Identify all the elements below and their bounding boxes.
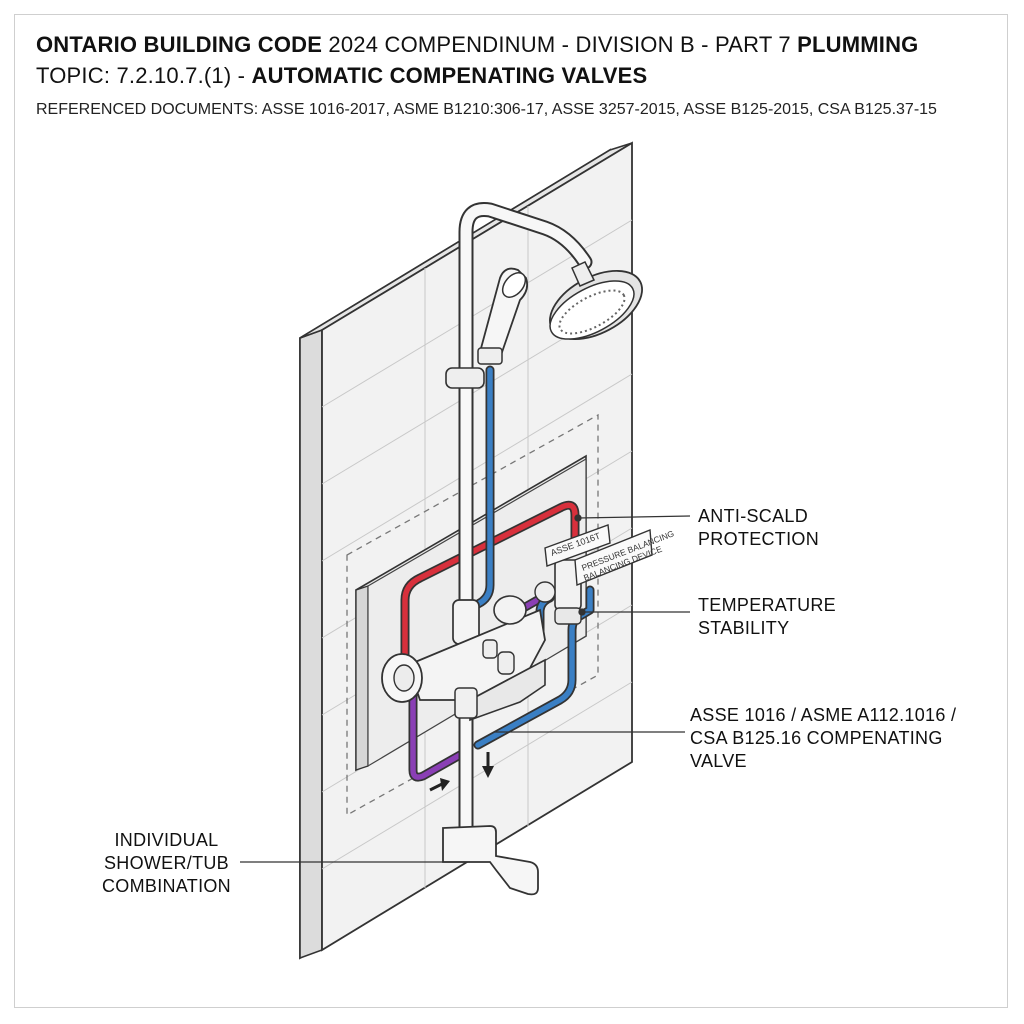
callout-temperature-stability: TEMPERATURE STABILITY bbox=[698, 595, 836, 638]
mixed-water-pipe bbox=[410, 687, 463, 780]
slide-bracket bbox=[445, 367, 485, 389]
header-code-name: ONTARIO BUILDING CODE bbox=[36, 32, 323, 57]
mixing-valve bbox=[381, 595, 546, 722]
callout-anti-scald: ANTI-SCALD PROTECTION bbox=[698, 506, 820, 549]
header-part: PLUMMING bbox=[797, 32, 919, 57]
header-title-line: ONTARIO BUILDING CODE 2024 COMPENDINUM -… bbox=[36, 32, 919, 58]
pressure-balancing-device bbox=[534, 559, 582, 625]
header-topic-line: TOPIC: 7.2.10.7.(1) - AUTOMATIC COMPENAT… bbox=[36, 63, 647, 89]
referenced-documents: REFERENCED DOCUMENTS: ASSE 1016-2017, AS… bbox=[36, 101, 937, 118]
callout-compensating-valve: ASSE 1016 / ASME A112.1016 / CSA B125.16… bbox=[690, 705, 957, 771]
header-topic: TOPIC: 7.2.10.7.(1) - bbox=[36, 63, 252, 88]
diagram-frame bbox=[14, 14, 1008, 1008]
leader-lines bbox=[240, 514, 691, 863]
header-compendium: 2024 COMPENDINUM - DIVISION B - PART 7 bbox=[322, 32, 798, 57]
callout-shower-tub: INDIVIDUAL SHOWER/TUB COMBINATION bbox=[102, 830, 231, 896]
hand-shower bbox=[445, 267, 529, 389]
flow-arrows bbox=[429, 752, 494, 792]
recess-outline bbox=[346, 413, 599, 817]
tub-spout bbox=[442, 825, 539, 896]
shower-riser bbox=[458, 201, 593, 838]
shower-head bbox=[549, 261, 643, 340]
header-topic-title: AUTOMATIC COMPENATING VALVES bbox=[251, 63, 648, 88]
